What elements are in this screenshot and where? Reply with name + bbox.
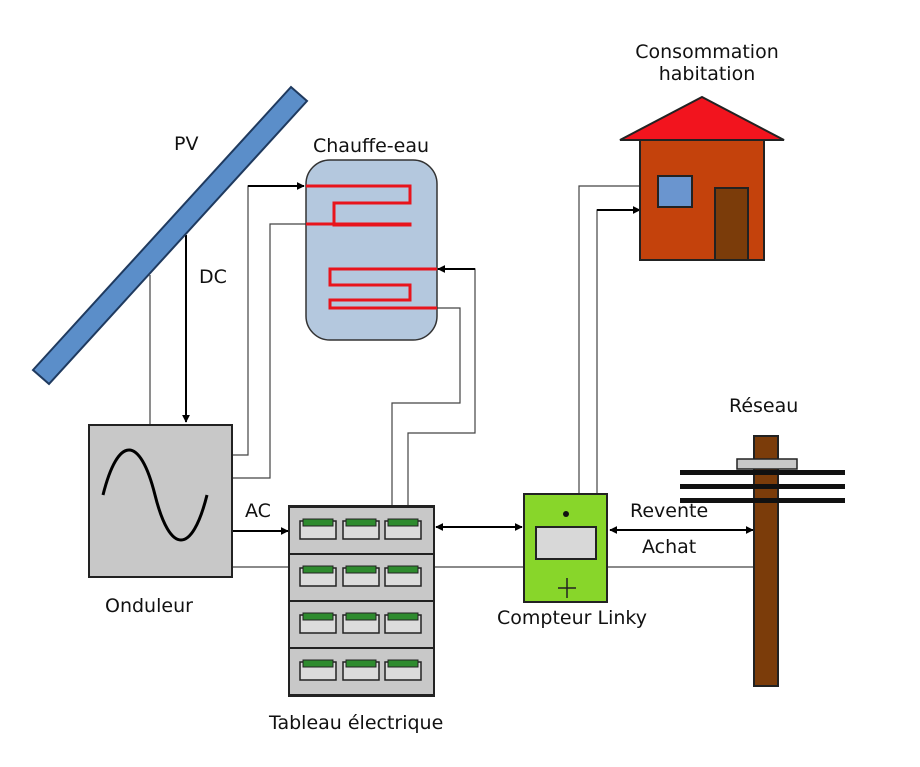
pole-insulator	[736, 458, 798, 470]
label-chauffe-eau: Chauffe-eau	[313, 135, 429, 157]
flow-arrows	[182, 182, 754, 535]
breaker-lever	[302, 565, 334, 574]
labels: PV DC AC Chauffe-eau Consommation habita…	[105, 41, 798, 734]
meter-display	[535, 526, 597, 560]
label-compteur: Compteur Linky	[497, 607, 647, 629]
breaker-lever	[387, 565, 419, 574]
label-revente: Revente	[630, 500, 708, 522]
breaker-lever	[345, 659, 377, 668]
breaker-lever	[302, 659, 334, 668]
label-consommation-line2: habitation	[659, 63, 756, 85]
label-achat: Achat	[642, 536, 696, 558]
pole-crossbar-3	[680, 498, 845, 503]
plus-icon	[558, 578, 576, 598]
heater-coil-top	[306, 184, 412, 227]
breaker-lever	[345, 565, 377, 574]
breaker-lever	[345, 518, 377, 527]
label-ac: AC	[245, 500, 271, 522]
pole-crossbar-2	[680, 484, 845, 489]
breaker-lever	[345, 612, 377, 621]
house-door	[714, 187, 749, 261]
breaker-lever	[302, 612, 334, 621]
sine-wave-icon	[101, 448, 209, 542]
breaker-lever	[387, 612, 419, 621]
utility-pole	[680, 435, 845, 687]
label-dc: DC	[199, 266, 227, 288]
meter-led	[563, 511, 569, 517]
inverter	[88, 424, 233, 578]
label-consommation-line1: Consommation	[635, 41, 779, 63]
label-onduleur: Onduleur	[105, 595, 193, 617]
breaker-lever	[387, 518, 419, 527]
house	[619, 95, 785, 261]
electrical-panel	[288, 505, 435, 697]
label-reseau: Réseau	[729, 395, 798, 417]
water-heater	[305, 159, 438, 341]
linky-meter	[523, 493, 608, 603]
panel-row	[288, 647, 435, 696]
heater-coil-bottom	[328, 267, 437, 310]
pv-panel	[31, 85, 309, 386]
label-pv: PV	[174, 133, 198, 155]
house-roof	[619, 95, 785, 141]
house-window	[657, 175, 693, 208]
breaker-lever	[302, 518, 334, 527]
label-tableau: Tableau électrique	[268, 712, 443, 734]
breaker-lever	[387, 659, 419, 668]
pole-crossbar-1	[680, 470, 845, 475]
